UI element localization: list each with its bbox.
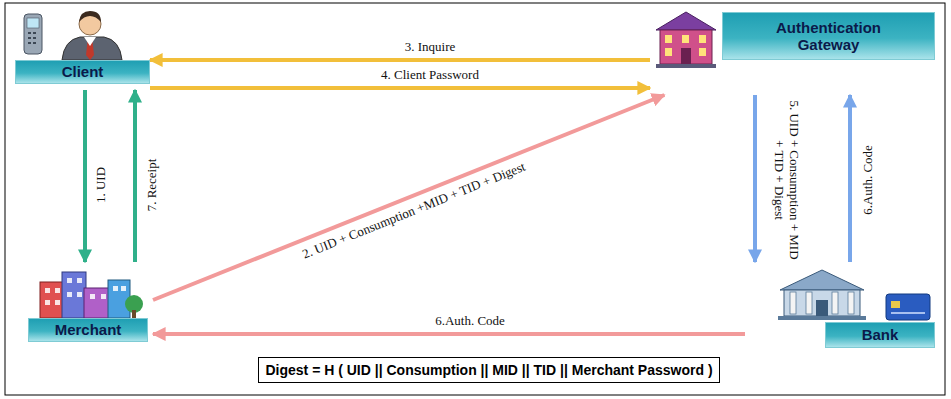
flow-arrow [153, 332, 745, 336]
edge-label: 7. Receipt [145, 156, 160, 215]
flow-arrow [150, 58, 650, 62]
formula-box: Digest = H ( UID || Consumption || MID |… [258, 357, 720, 383]
bank-icon [778, 270, 930, 320]
node-label: Authentication Gateway [749, 19, 909, 54]
label-band: Bank [825, 322, 935, 348]
bank-box: Bank [745, 262, 940, 350]
client-box: Client [15, 5, 150, 90]
node-label: Bank [862, 326, 899, 343]
outer-frame [5, 3, 945, 395]
edge-label: 4. Client Password [378, 68, 482, 83]
flow-arrow [848, 95, 852, 262]
flow-arrow [153, 95, 664, 300]
edge-label: 5. UID + Consumption + MID + TID + Diges… [771, 97, 801, 263]
node-label: Merchant [55, 321, 122, 338]
label-band: Digest = H ( UID || Consumption || MID |… [258, 357, 720, 383]
label-band: Client [15, 60, 150, 84]
flow-arrow [133, 90, 137, 262]
node-label: Client [62, 63, 104, 80]
flow-arrow [83, 90, 87, 262]
client-icon [24, 11, 122, 60]
node-label: Digest = H ( UID || Consumption || MID |… [265, 362, 712, 378]
edge-label: 3. Inquire [402, 40, 459, 55]
edge-label: 6.Auth. Code [861, 142, 876, 218]
gateway-icon [656, 12, 716, 68]
edge-label: 2. UID + Consumption +MID + TID + Digest [298, 159, 531, 264]
merchant-icon [40, 272, 143, 318]
label-band: Merchant [28, 318, 148, 342]
merchant-box: Merchant [28, 262, 153, 342]
edge-label: 6.Auth. Code [432, 314, 508, 329]
flow-arrow [150, 86, 650, 90]
label-band: Authentication Gateway [722, 12, 935, 60]
flow-arrow [753, 95, 757, 262]
gateway-box: Authentication Gateway [650, 8, 937, 95]
edge-label: 1. UID [94, 164, 109, 206]
